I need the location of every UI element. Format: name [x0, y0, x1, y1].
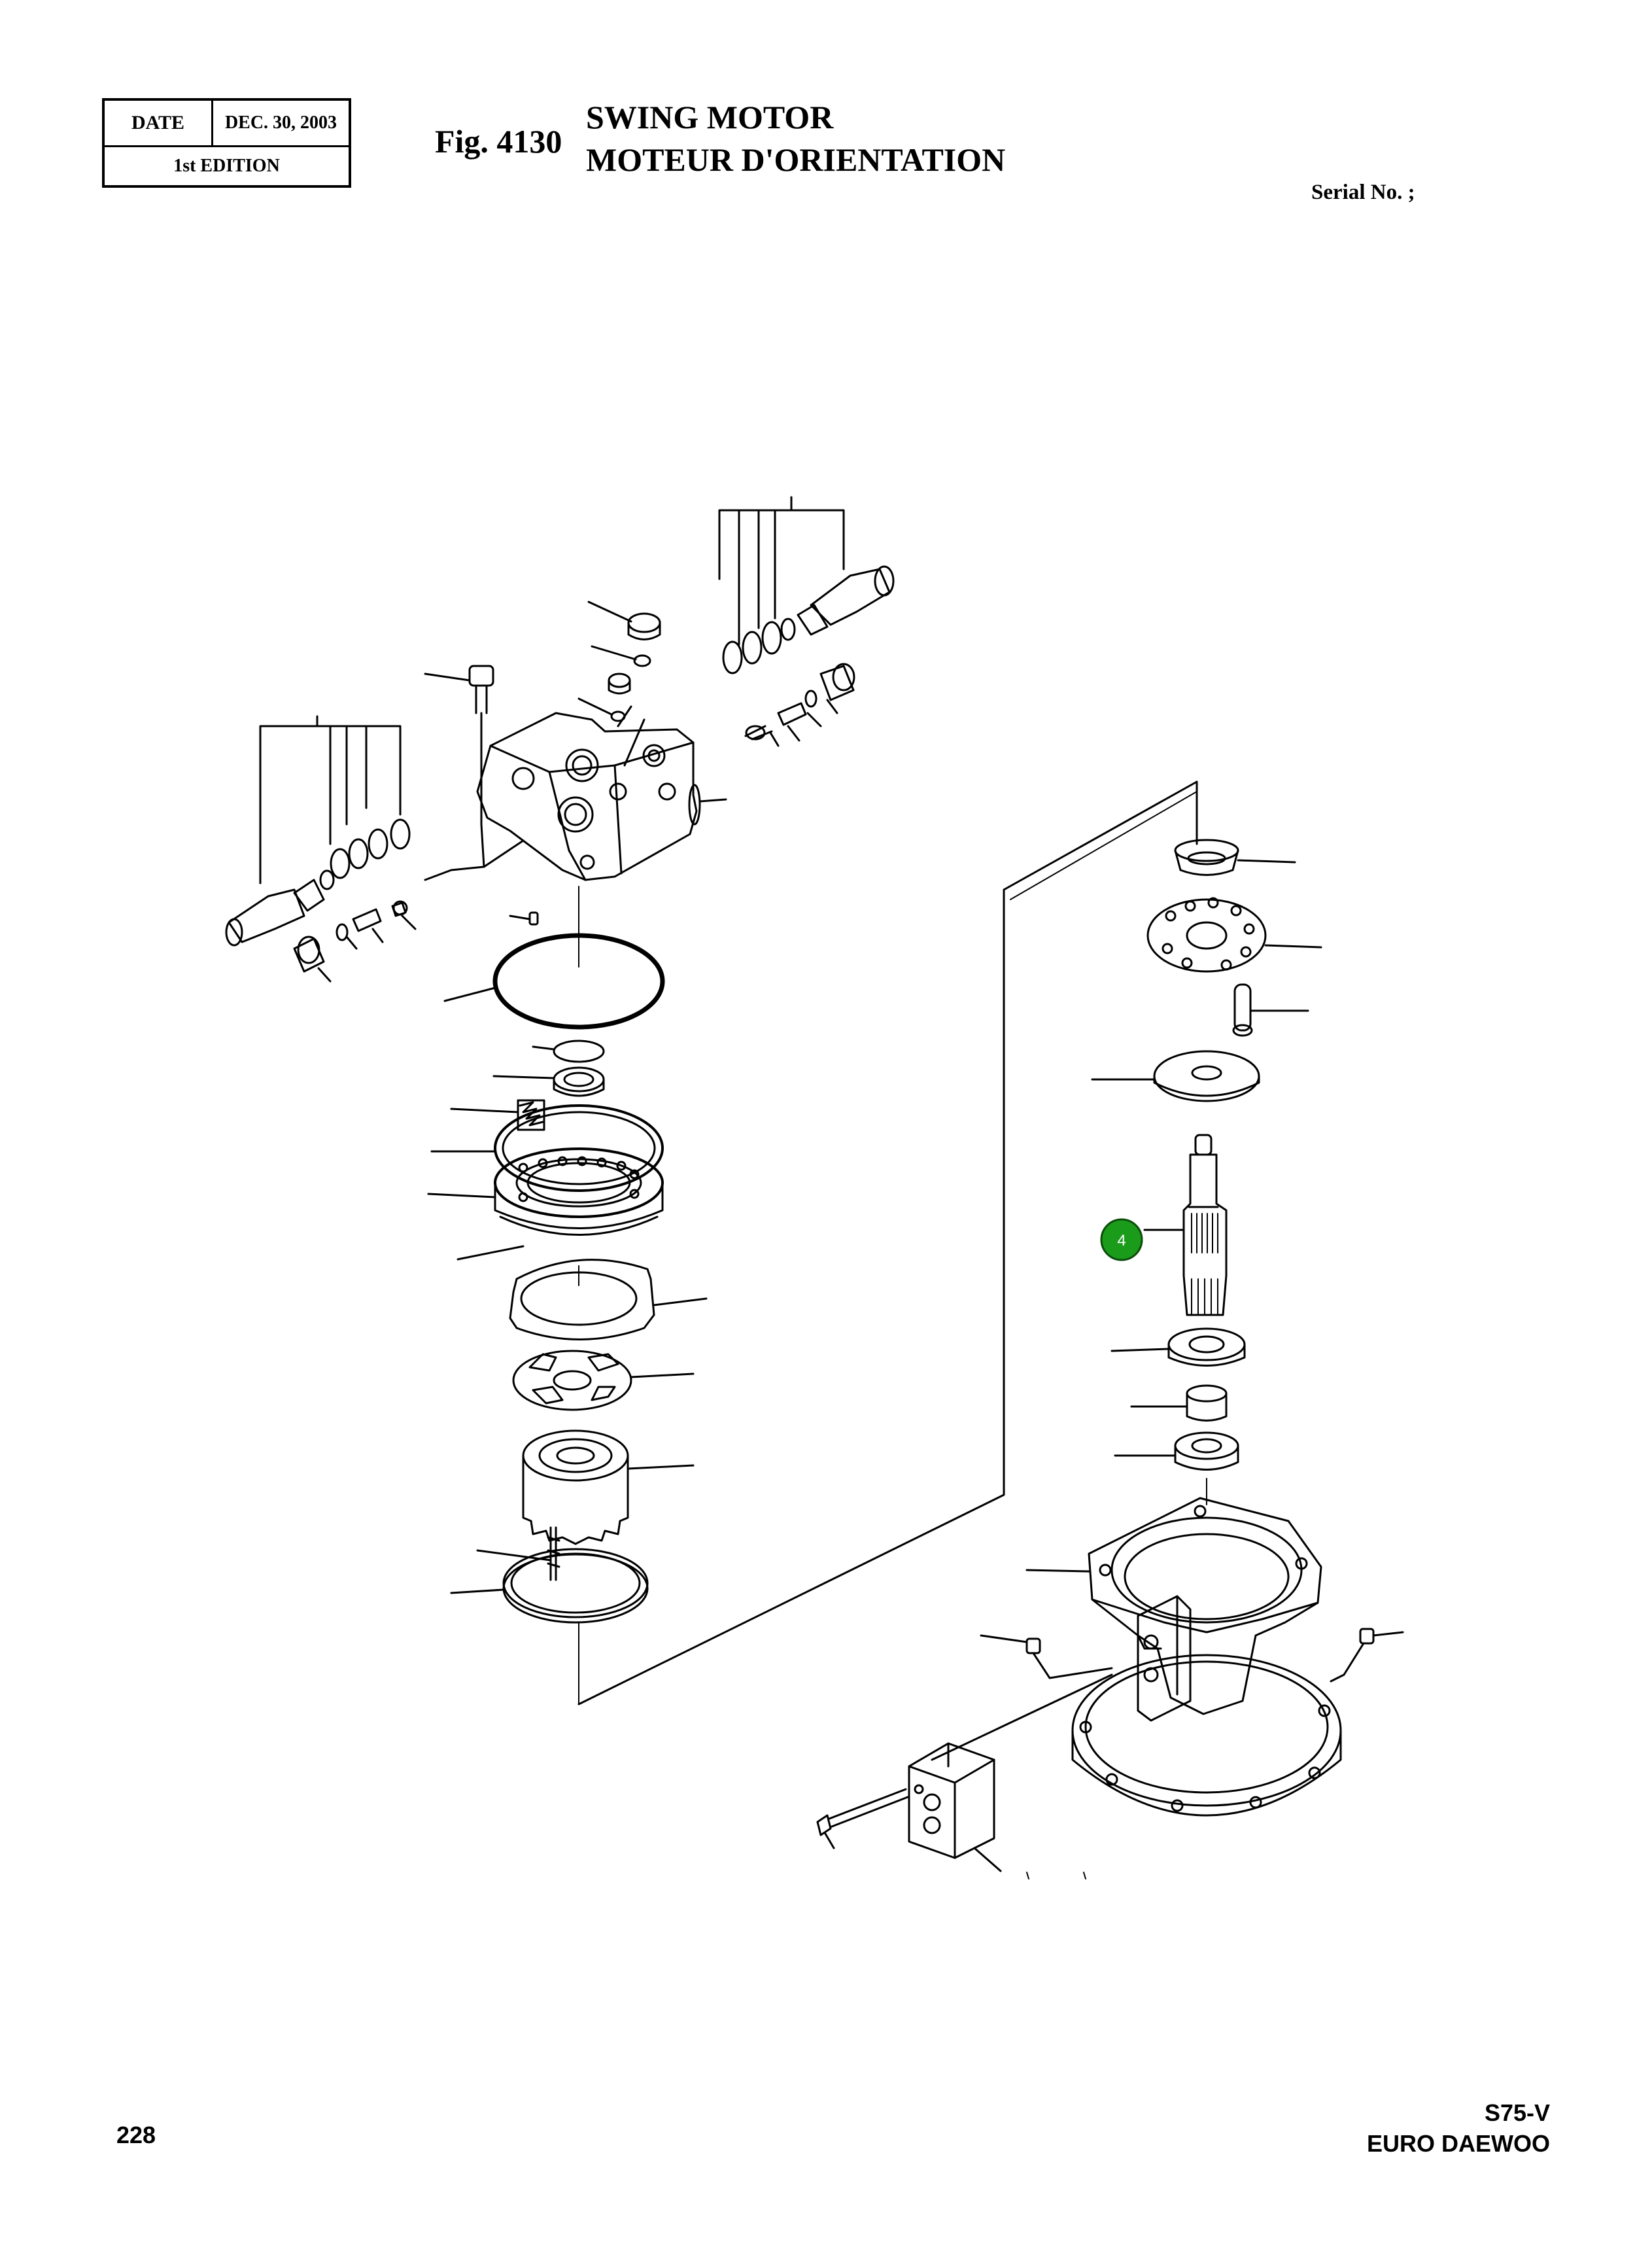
valve-block	[908, 1673, 1113, 1872]
date-value: DEC. 30, 2003	[224, 113, 337, 133]
casing-plugs	[980, 1628, 1404, 1683]
tick-mark	[1026, 1872, 1029, 1879]
tick-mark	[1083, 1872, 1086, 1879]
valve-housing	[424, 705, 727, 926]
spring	[450, 1099, 545, 1131]
check-valve-left	[293, 900, 417, 983]
date-label: DATE	[105, 101, 213, 145]
bearing-small	[492, 1040, 605, 1097]
oil-seal	[1114, 1431, 1239, 1505]
serial-number: Serial No. ;	[1311, 181, 1415, 204]
motor-casing	[1025, 1497, 1342, 1817]
relief-valve-right	[718, 496, 895, 674]
shoe-plate	[450, 1548, 649, 1705]
thrust-washer	[1091, 1050, 1260, 1102]
valve-plate	[512, 1350, 695, 1411]
brand-name: EURO DAEWOO	[1366, 2130, 1550, 2157]
axis-offset-bracket	[577, 780, 1198, 1705]
friction-plate	[509, 1259, 708, 1340]
bearing-cap	[1174, 839, 1296, 876]
model-number: S75-V	[1484, 2099, 1550, 2126]
pin	[1232, 983, 1309, 1037]
cylinder-block	[522, 1429, 695, 1545]
retainer-plate	[427, 1104, 664, 1261]
date-row: DATE DEC. 30, 2003	[105, 101, 349, 147]
callout-badge-4[interactable]: 4	[1100, 1218, 1143, 1261]
callout-label: 4	[1117, 1232, 1126, 1250]
edition-label: 1st EDITION	[173, 156, 280, 176]
title-english: SWING MOTOR	[586, 99, 834, 135]
plugs-top	[577, 601, 661, 722]
big-o-ring	[443, 933, 665, 1030]
figure-number: Fig. 4130	[435, 123, 562, 160]
long-bolt	[816, 1788, 909, 1849]
socket-bolt	[424, 665, 494, 826]
check-valve-right	[744, 663, 855, 747]
drive-shaft	[1143, 1134, 1228, 1316]
bushing	[1130, 1384, 1228, 1422]
swash-retainer	[1146, 897, 1322, 973]
page-number: 228	[116, 2122, 156, 2148]
relief-valve-left	[225, 715, 411, 947]
title-french: MOTEUR D'ORIENTATION	[586, 141, 1006, 178]
date-box: DATE DEC. 30, 2003 1st EDITION	[102, 98, 351, 188]
roller-bearing	[1110, 1327, 1246, 1367]
